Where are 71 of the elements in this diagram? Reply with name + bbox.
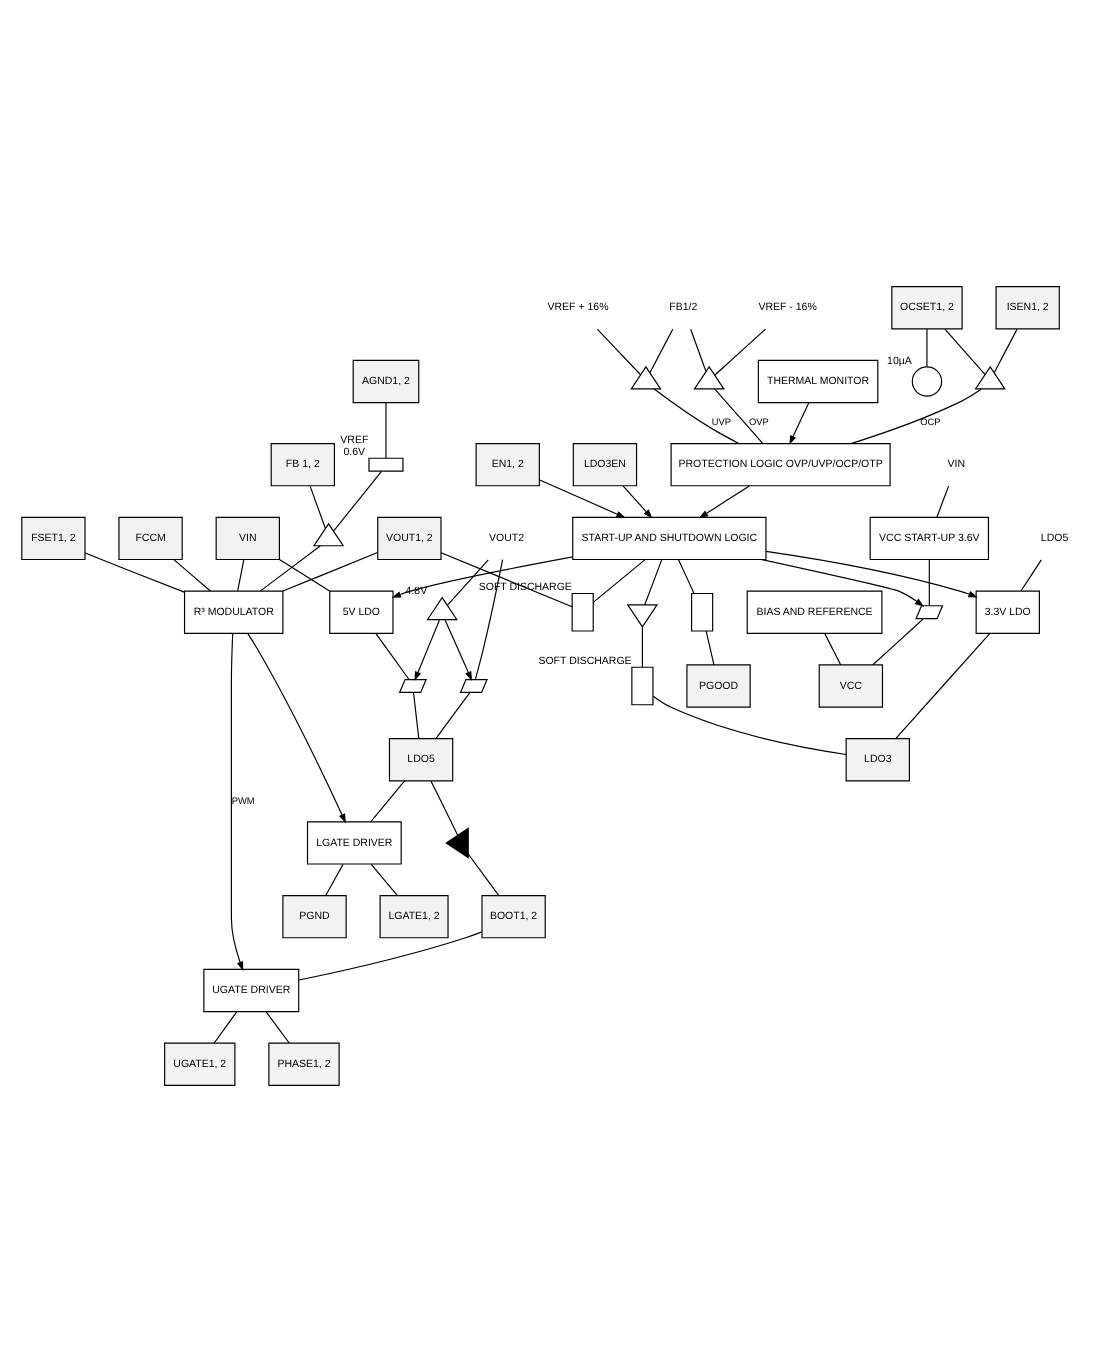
connector [653,387,740,443]
node-switch [398,677,428,693]
connector [1020,558,1042,591]
arrow [761,558,925,606]
node-transistor [571,591,594,631]
connector [430,779,459,835]
connector [309,484,326,528]
connector [993,327,1018,373]
connector [173,558,211,591]
connector [652,694,847,755]
connector [678,558,695,593]
arrow [622,484,653,518]
arrow [698,484,750,518]
connector [213,1010,238,1043]
node-triangle [693,364,725,389]
node-circle [911,365,943,396]
node-triangle [312,521,345,546]
connector [440,551,573,607]
node-triangle [974,364,1006,389]
arrow [539,478,626,517]
node-triangle [630,364,662,389]
arrow [391,555,574,597]
connector [714,327,766,375]
node-battery [368,456,404,471]
connector [705,629,715,665]
connector [895,632,991,739]
connector [332,469,383,531]
connector [714,387,764,443]
arrow [789,401,810,444]
arrow [765,549,978,597]
connector [649,327,674,373]
connector [237,558,245,591]
connector [850,387,982,444]
connector [592,558,646,602]
connector [474,558,504,679]
connector [641,625,643,667]
connector [298,930,483,980]
node-switch [459,677,488,693]
node-diode [445,826,469,858]
connector [325,862,344,896]
connector [690,327,707,371]
arrow [230,631,244,971]
connector [446,558,489,605]
connector [467,852,500,895]
connector [278,557,331,591]
connector [370,862,398,896]
connector [259,544,321,591]
connector [872,617,924,665]
arrow [247,631,346,823]
arrow [444,618,473,680]
node-transistor [691,591,714,631]
connector [435,691,471,739]
connector [644,558,663,605]
connector [596,327,642,375]
connector [824,632,842,665]
connector [265,1010,290,1043]
connector [936,484,950,517]
arrow [414,618,441,680]
node-inverter [626,603,659,627]
node-transistor [631,665,654,705]
connector [412,691,420,739]
connector [928,558,930,606]
connector [282,550,379,591]
node-triangle [426,595,458,620]
node-switch [915,604,944,619]
connector [944,327,986,374]
connector [370,779,406,822]
connector [375,632,410,680]
connector [385,401,387,458]
connector [926,327,928,367]
connector [84,551,185,592]
